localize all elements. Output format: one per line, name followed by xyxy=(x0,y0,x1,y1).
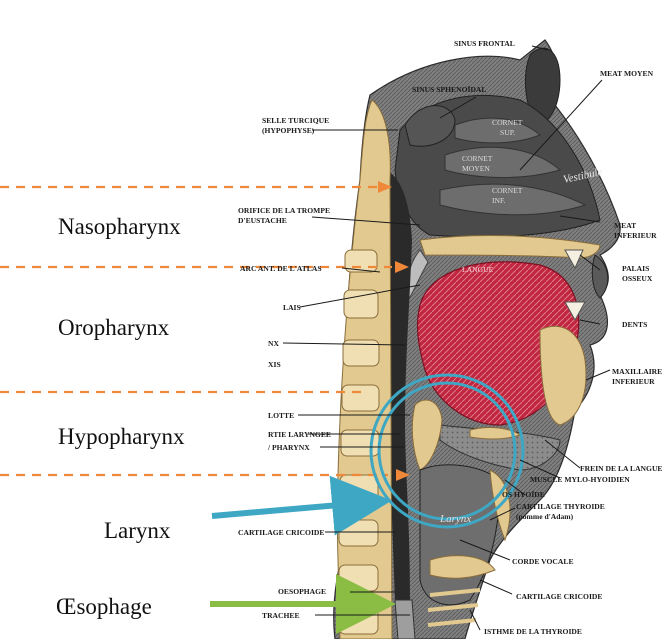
label-meat-inferieur: MEAT xyxy=(614,221,636,230)
label-palais-osseux: PALAIS xyxy=(622,264,649,273)
region-nasopharynx: Nasopharynx xyxy=(58,214,181,240)
label-corde-vocale: CORDE VOCALE xyxy=(512,557,574,566)
label-cart-cricoide-right: CARTILAGE CRICOIDE xyxy=(516,592,602,601)
label-cart-thyroide-2: (pomme d'Adam) xyxy=(516,512,574,521)
label-cart-thyroide: CARTILAGE THYROIDE xyxy=(516,502,605,511)
label-cornet-sup: CORNET xyxy=(492,118,523,127)
label-partie-pharynx: / PHARYNX xyxy=(267,443,310,452)
label-cornet-sup-2: SUP. xyxy=(500,128,515,137)
label-arc-atlas: ARC ANT. DE L'ATLAS xyxy=(240,264,322,273)
label-orifice-trompe: ORIFICE DE LA TROMPE xyxy=(238,206,330,215)
region-larynx: Larynx xyxy=(104,518,170,544)
label-cart-cricoide-left: CARTILAGE CRICOIDE xyxy=(238,528,324,537)
label-maxillaire: MAXILLAIRE xyxy=(612,367,662,376)
label-glotte: LOTTE xyxy=(268,411,294,420)
label-sinus-sphenoidal: SINUS SPHENOÏDAL xyxy=(412,85,486,94)
region-oropharynx: Oropharynx xyxy=(58,315,169,341)
label-isthme: ISTHME DE LA THYROIDE xyxy=(484,627,582,636)
label-orifice-trompe-2: D'EUSTACHE xyxy=(238,216,287,225)
region-oesophage: Œsophage xyxy=(56,594,152,620)
label-frein-langue: FREIN DE LA LANGUE xyxy=(580,464,663,473)
label-palais-osseux-2: OSSEUX xyxy=(622,274,653,283)
label-trachee: TRACHEE xyxy=(262,611,300,620)
region-hypopharynx: Hypopharynx xyxy=(58,424,184,450)
label-muscle: MUSCLE MYLO-HYOIDIEN xyxy=(530,475,630,484)
label-cornet-inf: CORNET xyxy=(492,186,523,195)
label-sinus-frontal: SINUS FRONTAL xyxy=(454,39,515,48)
label-meat-moyen: MEAT MOYEN xyxy=(600,69,654,78)
label-langue: LANGUE xyxy=(462,265,494,274)
label-cornet-moyen-2: MOYEN xyxy=(462,164,490,173)
vertebral-column xyxy=(337,100,392,639)
label-selle-turcique-2: (HYPOPHYSE) xyxy=(262,126,315,135)
label-axis: XIS xyxy=(268,360,281,369)
label-dents: DENTS xyxy=(622,320,647,329)
label-maxillaire-2: INFERIEUR xyxy=(612,377,655,386)
label-selle-turcique: SELLE TURCIQUE xyxy=(262,116,329,125)
label-nx: NX xyxy=(268,339,279,348)
label-larynx-italic: Larynx xyxy=(439,513,471,525)
label-cornet-inf-2: INF. xyxy=(492,196,506,205)
label-oesophage: OESOPHAGE xyxy=(278,587,326,596)
label-meat-inferieur-2: INFERIEUR xyxy=(614,231,657,240)
label-palais: LAIS xyxy=(283,303,301,312)
label-partie-laryngee: RTIE LARYNGEE xyxy=(268,430,331,439)
label-cornet-moyen: CORNET xyxy=(462,154,493,163)
label-os-hyoide: OS HYOÏDE xyxy=(502,490,545,499)
